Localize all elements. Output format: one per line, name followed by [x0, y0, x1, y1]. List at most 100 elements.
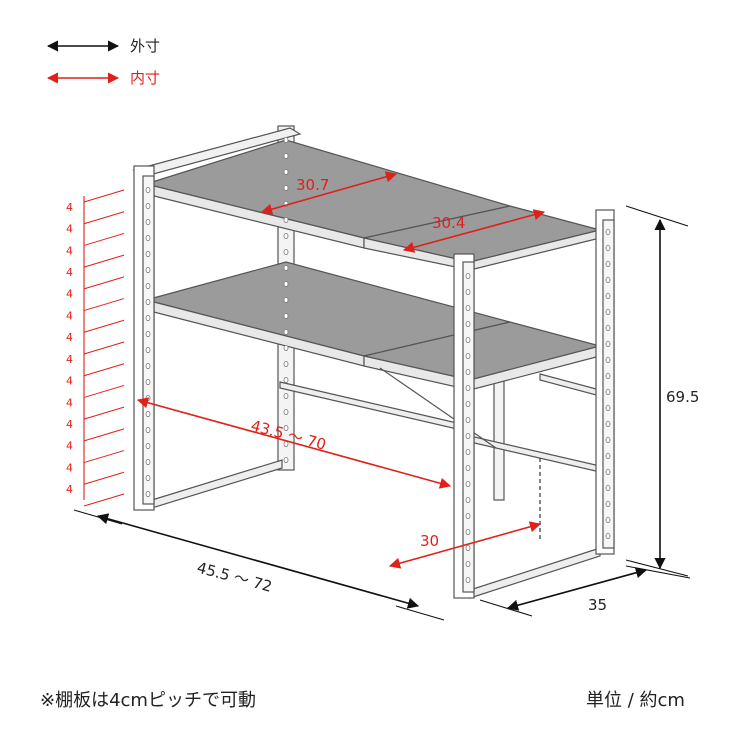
post-hole — [283, 312, 289, 319]
post-hole — [283, 232, 289, 239]
post-hole — [283, 296, 289, 303]
pitch-label: 4 — [66, 375, 73, 388]
post-hole — [145, 314, 151, 321]
post-hole — [605, 228, 611, 235]
outer-width-arrow — [96, 513, 420, 609]
post-hole — [283, 280, 289, 287]
pitch-tick — [83, 232, 125, 246]
post-hole — [145, 282, 151, 289]
pitch-label: 4 — [66, 461, 73, 474]
post-hole — [465, 288, 471, 295]
lower-right-bar — [539, 373, 601, 397]
post-hole — [465, 432, 471, 439]
post-hole — [465, 496, 471, 503]
pitch-label: 4 — [66, 288, 73, 301]
pitch-label: 4 — [66, 418, 73, 431]
post-hole — [465, 464, 471, 471]
post-hole — [145, 426, 151, 433]
post-hole — [145, 202, 151, 209]
pitch-label: 4 — [66, 331, 73, 344]
inner-width-arrow — [136, 397, 452, 489]
post-hole — [605, 356, 611, 363]
post-hole — [465, 384, 471, 391]
post-hole — [465, 304, 471, 311]
pitch-label: 4 — [66, 353, 73, 366]
post-hole — [465, 352, 471, 359]
front-bottom-rail — [469, 547, 601, 599]
post-hole — [465, 448, 471, 455]
post-hole — [283, 152, 289, 159]
post-hole — [605, 500, 611, 507]
post-hole — [605, 484, 611, 491]
front-left-post-inner — [142, 175, 155, 505]
pitch-tick — [83, 428, 125, 442]
post-hole — [465, 561, 471, 568]
pitch-tick — [83, 319, 125, 333]
post-hole — [465, 320, 471, 327]
outer-height-ext-top — [625, 205, 689, 227]
pitch-tick — [83, 406, 125, 420]
post-hole — [145, 410, 151, 417]
post-hole — [605, 404, 611, 411]
post-hole — [465, 400, 471, 407]
outer-height-label: 69.5 — [666, 388, 699, 406]
post-hole — [145, 346, 151, 353]
unit-note: 単位 / 約cm — [586, 690, 685, 711]
post-hole — [605, 276, 611, 283]
pitch-tick — [83, 341, 125, 355]
post-hole — [465, 336, 471, 343]
post-hole — [283, 392, 289, 399]
outer-depth-ext-left — [479, 599, 533, 617]
outer-legend-label: 外寸 — [130, 37, 160, 55]
post-hole — [145, 474, 151, 481]
post-hole — [145, 330, 151, 337]
post-hole — [283, 168, 289, 175]
post-hole — [283, 328, 289, 335]
post-hole — [283, 184, 289, 191]
pitch-tick — [83, 276, 125, 290]
legend: 外寸 内寸 — [46, 37, 160, 87]
post-hole — [605, 517, 611, 524]
post-hole — [605, 452, 611, 459]
post-hole — [145, 266, 151, 273]
post-hole — [465, 529, 471, 536]
post-hole — [145, 234, 151, 241]
pitch-label: 4 — [66, 223, 73, 236]
pitch-label: 4 — [66, 483, 73, 496]
outer-depth-arrow — [506, 567, 648, 611]
post-hole — [465, 368, 471, 375]
pitch-label: 4 — [66, 201, 73, 214]
post-hole — [605, 340, 611, 347]
rear-right-post-inner — [602, 219, 615, 549]
lower-side-bar — [279, 381, 471, 433]
post-hole — [465, 577, 471, 584]
front-right-post-inner — [462, 261, 475, 593]
pitch-label: 4 — [66, 396, 73, 409]
post-hole — [283, 360, 289, 367]
post-hole — [145, 250, 151, 257]
left-bottom-rail — [151, 459, 283, 509]
outer-width-ext-left — [73, 509, 123, 525]
post-hole — [145, 442, 151, 449]
shelf-pitch-marks: 4 4 4 4 4 4 4 4 4 4 4 4 4 4 — [66, 189, 125, 507]
post-hole — [283, 264, 289, 271]
lower-back-bar — [469, 435, 601, 473]
pitch-tick — [83, 254, 125, 268]
shelf-depth-right-label: 30.4 — [432, 214, 465, 232]
post-hole — [145, 490, 151, 497]
post-hole — [605, 533, 611, 540]
pitch-tick — [83, 450, 125, 464]
outer-depth-label: 35 — [588, 596, 607, 614]
pitch-tick — [83, 189, 125, 203]
pitch-label: 4 — [66, 440, 73, 453]
pitch-label: 4 — [66, 266, 73, 279]
post-hole — [605, 324, 611, 331]
post-hole — [605, 420, 611, 427]
post-hole — [283, 456, 289, 463]
pitch-label: 4 — [66, 309, 73, 322]
outer-width-label: 45.5 ～ 72 — [195, 558, 274, 595]
pitch-tick — [83, 493, 125, 507]
pitch-label: 4 — [66, 244, 73, 257]
post-hole — [605, 244, 611, 251]
